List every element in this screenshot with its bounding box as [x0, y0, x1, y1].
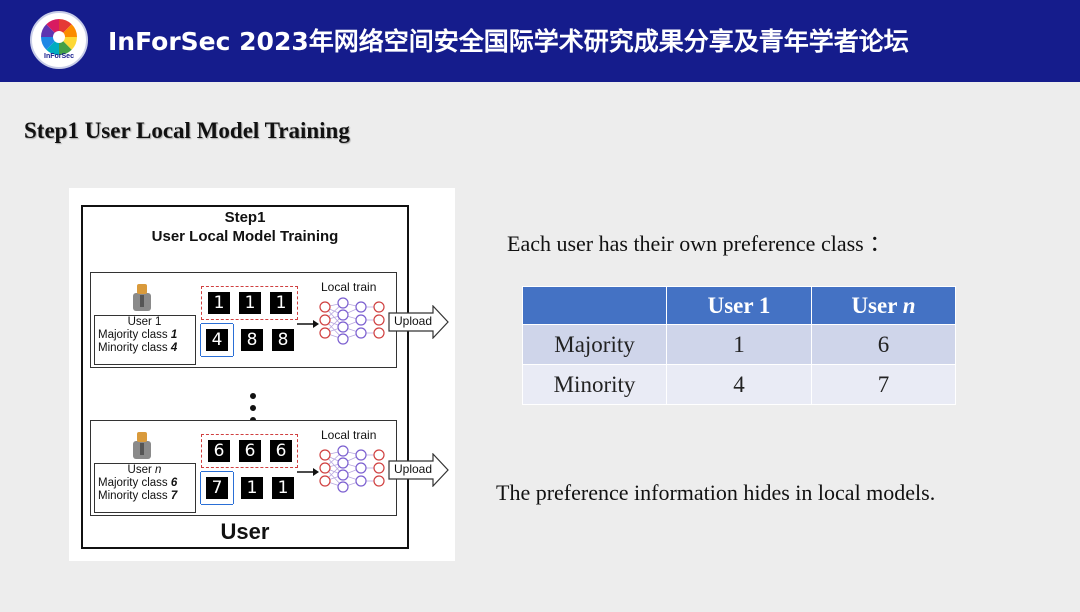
training-figure: Step1 User Local Model Training User 1 M…	[69, 188, 455, 561]
table-cell: 6	[811, 324, 956, 365]
table-row: Majority 1 6	[522, 324, 956, 365]
upload-arrow-icon	[388, 453, 449, 487]
logo-text: InForSec	[44, 53, 74, 60]
inforsec-logo: InForSec	[30, 11, 88, 69]
upload-label: Upload	[394, 462, 433, 476]
digit-sample: 7	[206, 477, 228, 499]
figure-frame: Step1 User Local Model Training User 1 M…	[81, 205, 449, 549]
upload-label: Upload	[394, 314, 433, 328]
digit-sample: 8	[272, 329, 294, 351]
user-person-icon	[133, 432, 151, 459]
minority-samples-bracket	[200, 323, 234, 357]
digit-sample: 4	[206, 329, 228, 351]
table-header-row: User 1 User n	[522, 286, 956, 325]
user-n-majority: Majority class 6	[98, 477, 178, 489]
table-row: Minority 4 7	[522, 364, 956, 405]
digit-sample: 8	[241, 329, 263, 351]
digit-sample: 6	[239, 440, 261, 462]
user-1-majority: Majority class 1	[98, 329, 178, 341]
digit-sample: 1	[241, 477, 263, 499]
figure-title-line2: User Local Model Training	[151, 228, 339, 245]
digit-sample: 6	[208, 440, 230, 462]
user-n-panel: User n Majority class 6 Minority class 7…	[90, 420, 397, 516]
neural-network-icon	[319, 445, 385, 493]
hidden-info-statement: The preference information hides in loca…	[496, 480, 936, 505]
table-cell: 7	[811, 364, 956, 405]
digit-sample: 1	[270, 292, 292, 314]
figure-user-label: User	[220, 519, 270, 544]
table-cell: Minority	[522, 364, 667, 405]
user-1-card: User 1 Majority class 1 Minority class 4	[94, 315, 196, 365]
step-title: Step1 User Local Model Training	[24, 118, 350, 143]
user-1-name: User 1	[127, 316, 162, 328]
user-n-card: User n Majority class 6 Minority class 7	[94, 463, 196, 513]
figure-title-line1: Step1	[224, 209, 266, 226]
preference-table: User 1 User n Majority 1 6 Minority 4 7	[522, 286, 956, 405]
digit-sample: 1	[272, 477, 294, 499]
arrow-right-icon	[297, 320, 319, 328]
majority-samples-box	[201, 286, 298, 320]
preference-description: Each user has their own preference class…	[507, 231, 892, 256]
user-person-icon	[133, 284, 151, 311]
header-bar: InForSec InForSec 2023年网络空间安全国际学术研究成果分享及…	[0, 0, 1080, 82]
table-header-cell: User 1	[666, 286, 812, 325]
digit-sample: 1	[208, 292, 230, 314]
digit-sample: 6	[270, 440, 292, 462]
table-cell: 1	[666, 324, 812, 365]
user-n-name: User n	[127, 464, 162, 476]
neural-network-icon	[319, 297, 385, 345]
arrow-right-icon	[297, 468, 319, 476]
logo-sunburst-icon	[41, 19, 77, 55]
majority-samples-box	[201, 434, 298, 468]
table-header-cell: User n	[811, 286, 956, 325]
user-1-minority: Minority class 4	[98, 342, 178, 354]
upload-arrow-icon	[388, 305, 449, 339]
minority-samples-bracket	[200, 471, 234, 505]
local-train-label: Local train	[321, 280, 377, 294]
user-n-minority: Minority class 7	[98, 490, 178, 502]
header-title: InForSec 2023年网络空间安全国际学术研究成果分享及青年学者论坛	[108, 27, 909, 56]
table-cell: Majority	[522, 324, 667, 365]
digit-sample: 1	[239, 292, 261, 314]
table-cell: 4	[666, 364, 812, 405]
local-train-label: Local train	[321, 428, 377, 442]
table-header-cell	[522, 286, 667, 325]
user-1-panel: User 1 Majority class 1 Minority class 4…	[90, 272, 397, 368]
